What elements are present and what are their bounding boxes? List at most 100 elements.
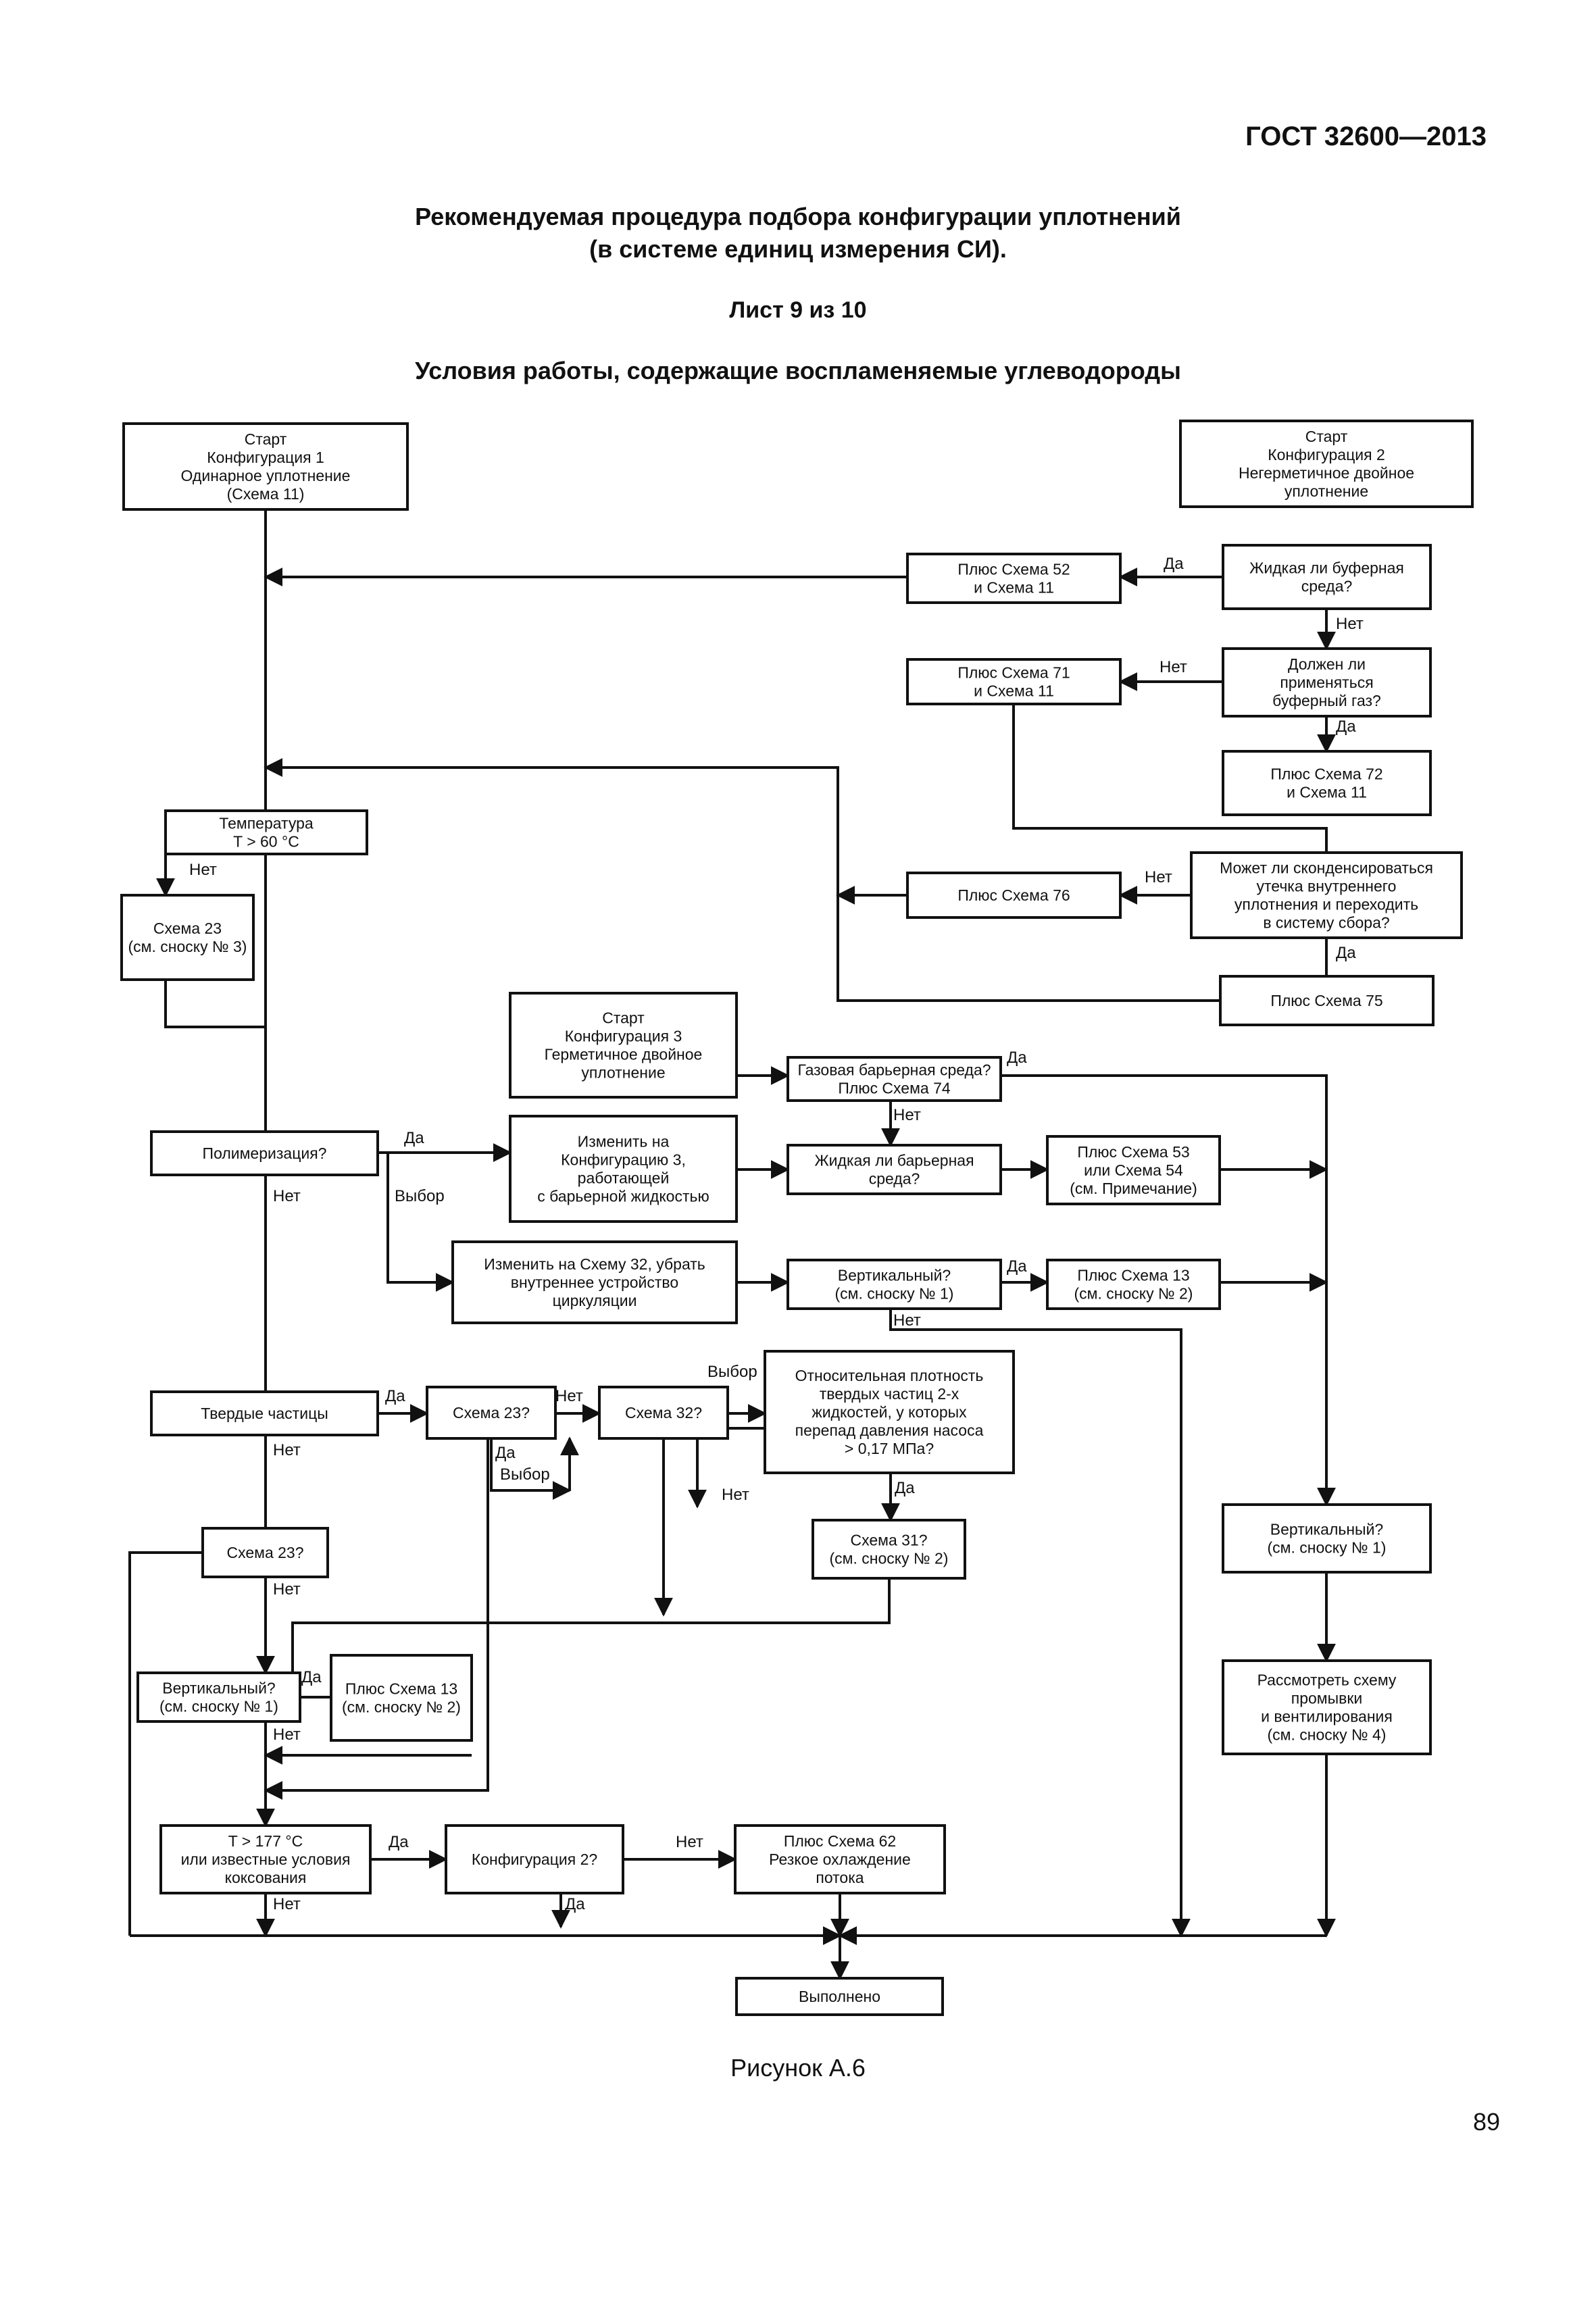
figure-caption: Рисунок А.6 bbox=[730, 2054, 866, 2082]
node-text: (см. Примечание) bbox=[1070, 1180, 1197, 1197]
connector-line bbox=[1012, 704, 1328, 853]
node-text: коксования bbox=[225, 1869, 307, 1886]
node-text: с барьерной жидкостью bbox=[537, 1188, 709, 1205]
sheet-number: Лист 9 из 10 bbox=[729, 297, 867, 323]
node-box bbox=[120, 894, 255, 981]
node-text: Плюс Схема 76 bbox=[957, 886, 1070, 904]
node-scheme23b: Схема 23? bbox=[201, 1527, 329, 1578]
node-box bbox=[136, 1671, 301, 1723]
branch-label: Да bbox=[1164, 555, 1184, 573]
node-text: Старт bbox=[1305, 428, 1348, 445]
node-vertical-c: Вертикальный?(см. сноску № 1) bbox=[1222, 1503, 1432, 1574]
connector-line bbox=[291, 1578, 891, 1673]
connector-line bbox=[1001, 1074, 1336, 1507]
node-box bbox=[787, 1259, 1002, 1310]
node-box bbox=[451, 1240, 738, 1324]
node-text: Схема 23 bbox=[153, 920, 222, 937]
branch-label: Да bbox=[1336, 718, 1356, 736]
node-gas-barrier: Газовая барьерная среда?Плюс Схема 74 bbox=[787, 1056, 1002, 1102]
node-text: T > 177 °C bbox=[228, 1832, 303, 1850]
branch-label: Нет bbox=[1159, 658, 1187, 676]
branch-label: Нет bbox=[273, 1580, 301, 1599]
node-box bbox=[164, 809, 368, 855]
node-text: циркуляции bbox=[553, 1292, 637, 1309]
branch-label: Да bbox=[385, 1387, 405, 1405]
node-text: Негерметичное двойное bbox=[1239, 464, 1414, 482]
node-text: (см. сноску № 2) bbox=[342, 1699, 461, 1716]
node-text: и Схема 11 bbox=[974, 682, 1054, 700]
node-box bbox=[812, 1519, 966, 1580]
node-text: Резкое охлаждение bbox=[769, 1851, 911, 1868]
connector-line bbox=[490, 1438, 572, 1500]
node-plus52: Плюс Схема 52и Схема 11 bbox=[906, 553, 1122, 604]
node-scheme32q: Схема 32? bbox=[598, 1386, 729, 1440]
node-text: твердых частиц 2-х bbox=[820, 1385, 959, 1403]
node-text: утечка внутреннего bbox=[1257, 878, 1397, 895]
node-box bbox=[159, 1824, 372, 1894]
branch-label: Да bbox=[1007, 1049, 1027, 1067]
node-vertical-b: Вертикальный?(см. сноску № 1) bbox=[136, 1671, 301, 1723]
node-box bbox=[787, 1144, 1002, 1195]
node-text: и Схема 11 bbox=[974, 579, 1054, 597]
node-text: среда? bbox=[1301, 578, 1353, 595]
node-text: Плюс Схема 71 bbox=[957, 664, 1070, 682]
node-text: Конфигурация 1 bbox=[207, 449, 324, 466]
node-plus13a: Плюс Схема 13(см. сноску № 2) bbox=[1046, 1259, 1221, 1310]
node-box bbox=[330, 1654, 473, 1742]
node-plus72: Плюс Схема 72и Схема 11 bbox=[1222, 750, 1432, 816]
node-text: (см. сноску № 3) bbox=[128, 938, 247, 955]
node-text: > 0,17 МПа? bbox=[845, 1440, 934, 1457]
branch-label: Нет bbox=[273, 1895, 301, 1913]
node-box bbox=[1222, 750, 1432, 816]
node-text: Конфигурация 2 bbox=[1268, 446, 1385, 463]
node-box bbox=[764, 1350, 1015, 1474]
branch-label: Да bbox=[301, 1668, 322, 1686]
node-plus75: Плюс Схема 75 bbox=[1219, 975, 1435, 1026]
branch-label: Да bbox=[389, 1833, 409, 1851]
node-text: (Схема 11) bbox=[227, 485, 305, 503]
figure-subtitle: Условия работы, содержащие воспламеняемы… bbox=[415, 357, 1181, 384]
branch-label: Да bbox=[565, 1895, 585, 1913]
branch-label: Выбор bbox=[395, 1187, 445, 1205]
node-text: и вентилирования bbox=[1261, 1708, 1393, 1726]
connector-line bbox=[128, 1551, 203, 1936]
connector-line bbox=[889, 1309, 1191, 1938]
branch-label: Да bbox=[1336, 944, 1356, 962]
branch-label: Нет bbox=[555, 1387, 583, 1405]
node-text: (см. сноску № 2) bbox=[830, 1550, 949, 1567]
node-text: Вертикальный? bbox=[1270, 1521, 1383, 1538]
node-box bbox=[1046, 1135, 1221, 1205]
branch-label: Да bbox=[1007, 1257, 1027, 1276]
node-box bbox=[787, 1056, 1002, 1102]
node-text: внутреннее устройство bbox=[511, 1274, 678, 1291]
node-text: (см. сноску № 1) bbox=[1268, 1539, 1387, 1557]
node-text: (см. сноску № 1) bbox=[835, 1285, 954, 1303]
branch-label: Да bbox=[495, 1444, 516, 1462]
node-text: среда? bbox=[869, 1170, 920, 1188]
node-plus76: Плюс Схема 76 bbox=[906, 872, 1122, 919]
node-box bbox=[1222, 1503, 1432, 1574]
document-code: ГОСТ 32600—2013 bbox=[1245, 122, 1487, 151]
node-text: T > 60 °C bbox=[233, 833, 299, 851]
node-text: Конфигурация 2? bbox=[472, 1851, 597, 1868]
node-box bbox=[1222, 1659, 1432, 1755]
node-box bbox=[598, 1386, 729, 1440]
branch-label: Нет bbox=[273, 1441, 301, 1459]
node-box bbox=[735, 1977, 944, 2016]
node-text: и Схема 11 bbox=[1287, 784, 1367, 801]
node-box bbox=[1222, 544, 1432, 610]
node-conf2: Конфигурация 2? bbox=[445, 1824, 624, 1894]
connector-lines bbox=[128, 509, 1336, 1980]
node-text: Изменить на Схему 32, убрать bbox=[484, 1255, 705, 1273]
node-box bbox=[509, 992, 738, 1099]
node-text: Жидкая ли барьерная bbox=[814, 1152, 974, 1169]
node-box bbox=[906, 553, 1122, 604]
node-polymer: Полимеризация? bbox=[150, 1130, 379, 1176]
node-text: уплотнение bbox=[581, 1064, 665, 1082]
